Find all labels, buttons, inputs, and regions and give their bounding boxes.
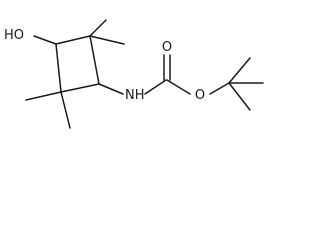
tertbutyl-methyl-bond-1 — [228, 57, 251, 84]
tert-butyl-group — [228, 57, 264, 111]
ring-bond-left — [55, 43, 62, 93]
ring-bond-bottom — [60, 83, 100, 93]
carbon-nitrogen-bond — [98, 83, 124, 95]
ester-tertbutyl-bond — [209, 82, 230, 95]
carbonyl-oxygen-label: O — [162, 40, 172, 55]
methyl-bond-lower-1 — [25, 91, 62, 101]
carbamate-group — [144, 54, 230, 95]
chemical-structure: HO NH O O — [4, 19, 264, 129]
carbonyl-ester-bond — [166, 79, 191, 95]
ring-bond-top — [55, 35, 91, 45]
hydroxyl-bond — [33, 35, 57, 45]
ring-bond-right — [89, 35, 100, 85]
methyl-bond-upper-1 — [89, 19, 107, 37]
methyl-bond-upper-2 — [89, 35, 125, 45]
nitrogen-carbonyl-bond — [144, 79, 167, 95]
methyl-bond-lower-2 — [60, 91, 71, 129]
ester-oxygen-label: O — [195, 88, 205, 103]
hydroxyl-label: HO — [4, 28, 24, 43]
cyclobutane-ring — [55, 35, 100, 93]
tertbutyl-methyl-bond-3 — [228, 82, 251, 111]
amine-label: NH — [125, 88, 145, 103]
gem-dimethyl-lower — [25, 91, 71, 129]
gem-dimethyl-upper — [89, 19, 125, 45]
